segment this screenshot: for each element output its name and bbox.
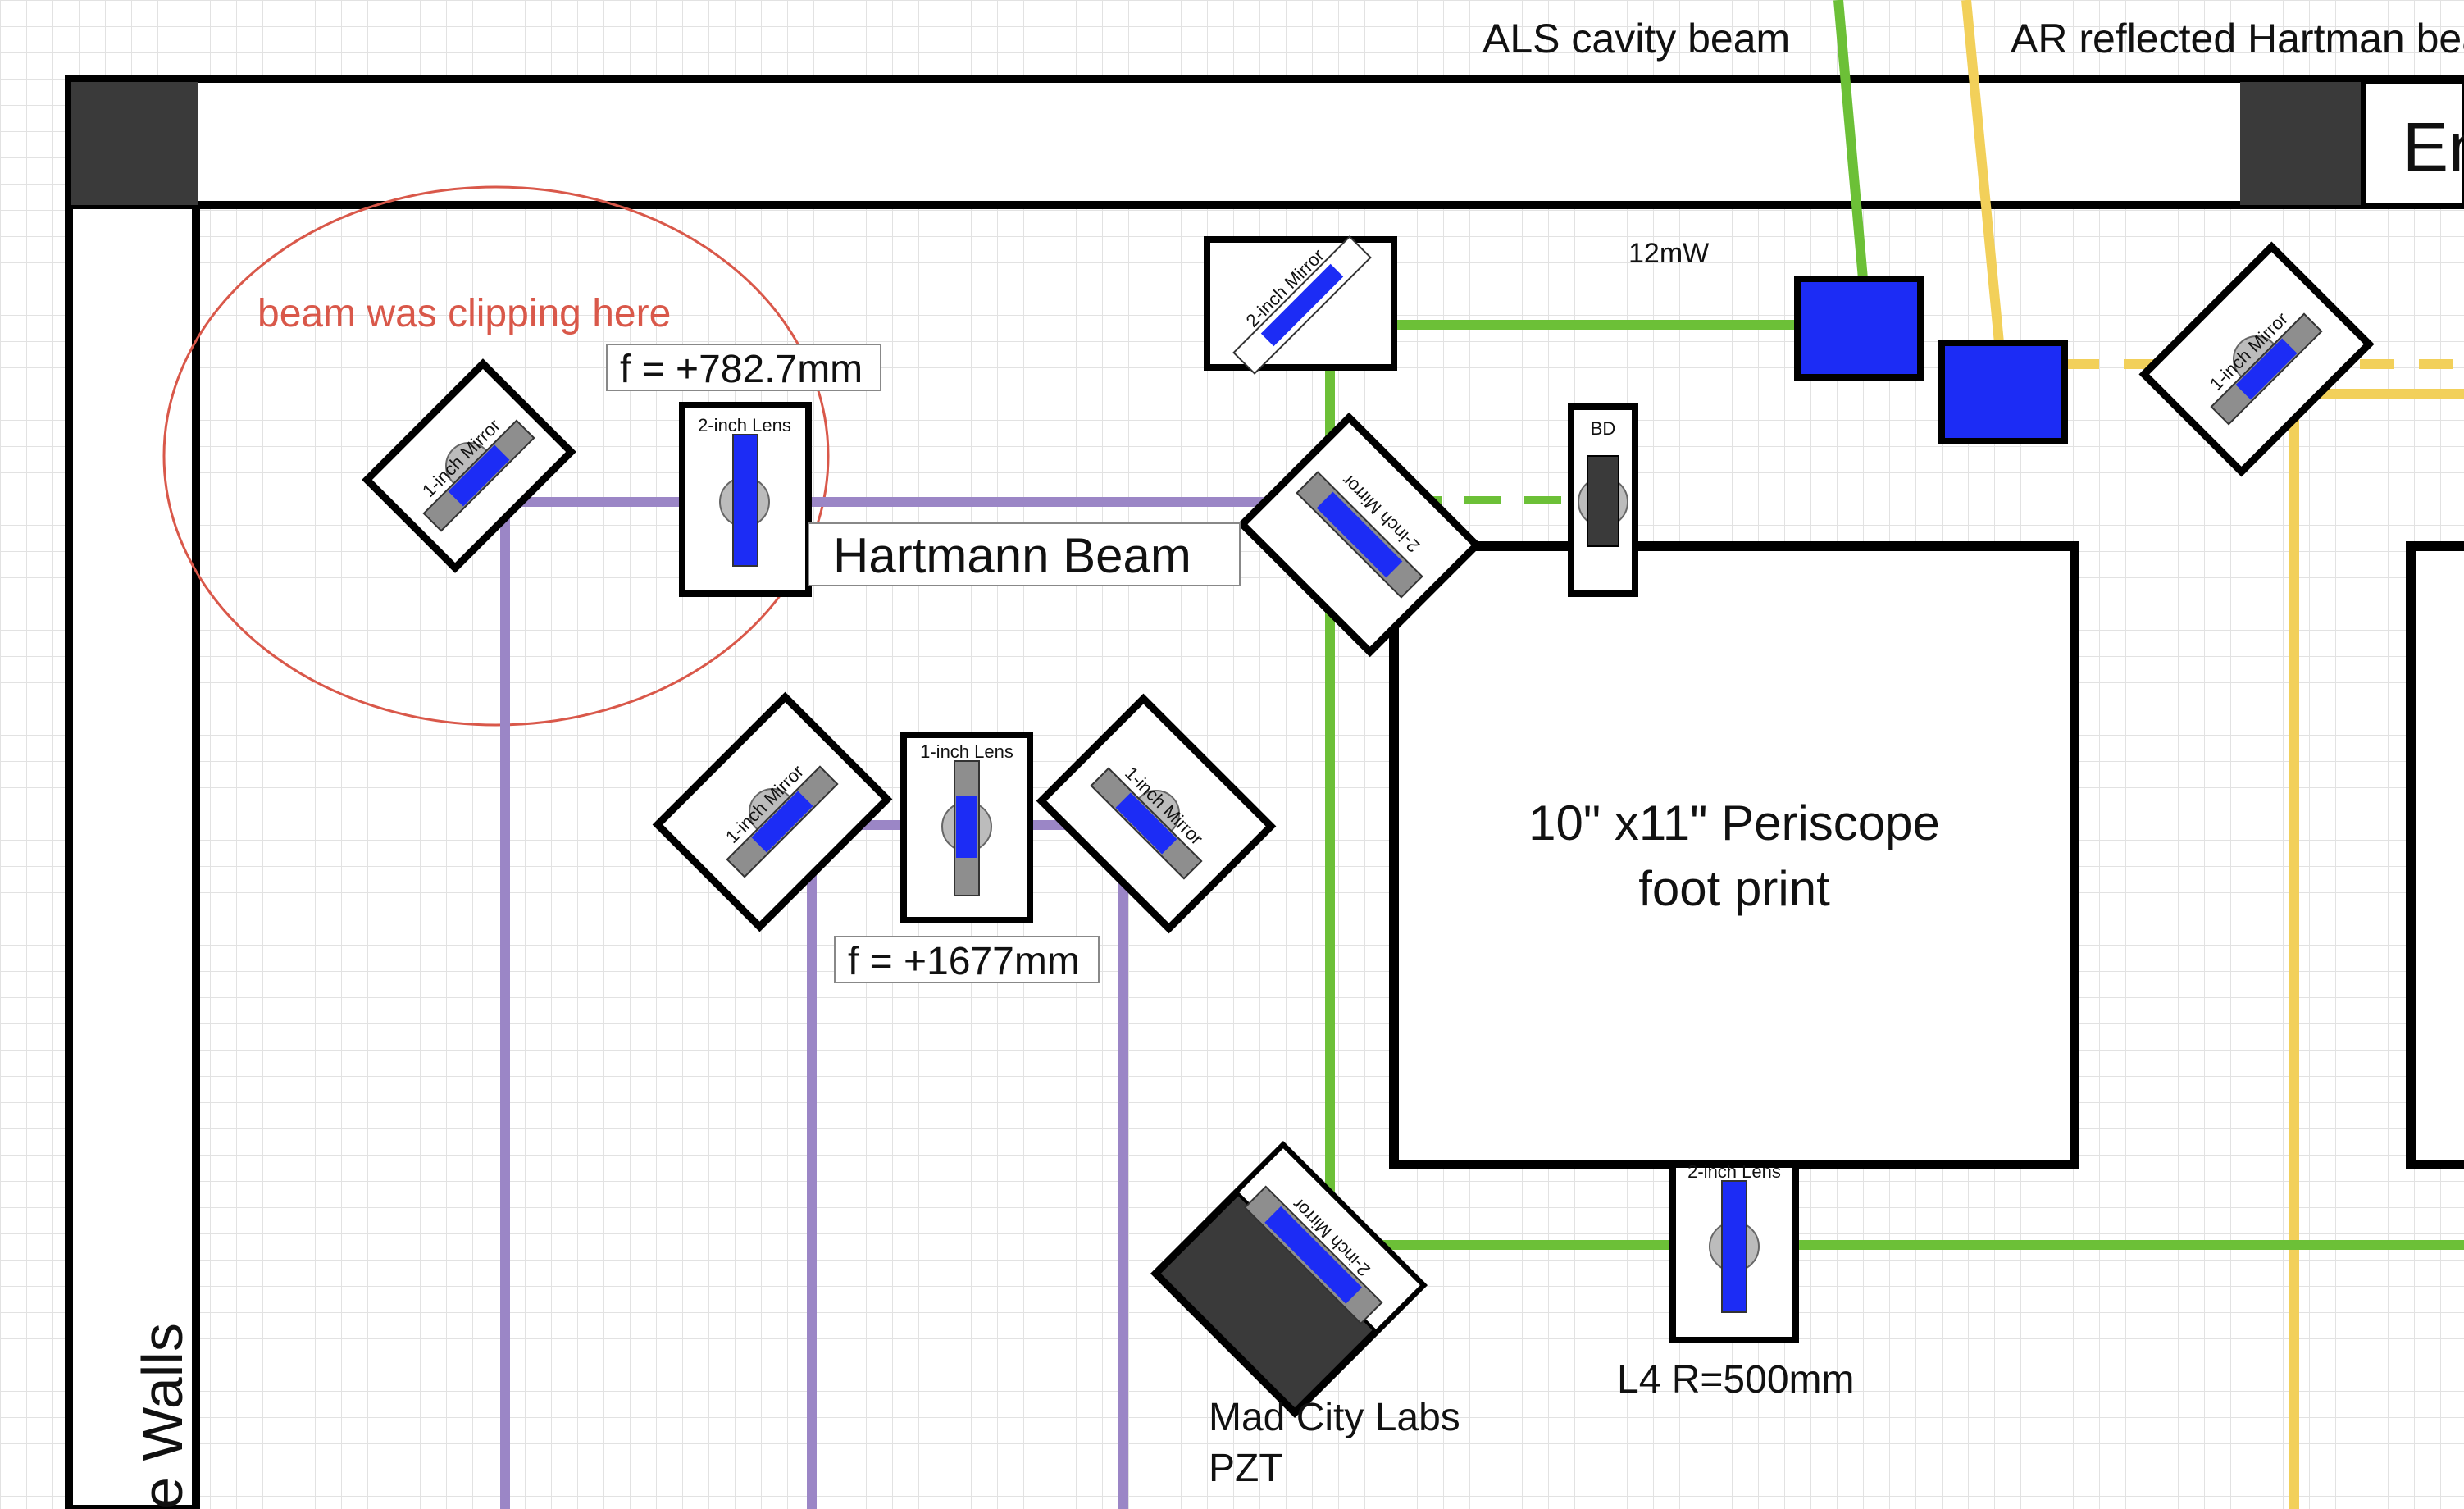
- beam-dump-label: BD: [1591, 418, 1616, 439]
- mirror-1inch-top-left: 1-inch Mirror: [362, 358, 576, 573]
- focal-2-box: [834, 936, 1100, 983]
- green-beam: [1325, 0, 2464, 1250]
- focal-1-box: [606, 344, 881, 391]
- lens-label: 2-inch Lens: [1687, 1161, 1781, 1182]
- mirror-2inch-top: 2-inch Mirror: [1204, 235, 1397, 375]
- mirror-1inch-lower-left: 1-inch Mirror: [652, 691, 893, 932]
- pzt-label-line1: Mad City Labs: [1209, 1396, 1460, 1439]
- focal-1-label: f = +782.7mm: [620, 348, 863, 391]
- periscope-label-line1: 10" x11" Periscope: [1528, 796, 1940, 850]
- enclosure-label: En: [2403, 108, 2464, 185]
- detector-yellow: [1938, 340, 2068, 444]
- lens-1inch-middle: 1-inch Lens: [900, 732, 1033, 923]
- lens-2inch-top: 2-inch Lens: [679, 402, 812, 597]
- beam-dump: BD: [1568, 403, 1638, 597]
- lens-2inch-l4: 2-inch Lens: [1669, 1161, 1799, 1343]
- detector-green: [1794, 276, 1924, 381]
- periscope-label-line2: foot print: [1638, 861, 1830, 916]
- hartmann-beam-box: [808, 522, 1241, 586]
- mirror-2inch-middle: 2-inch Mirror: [1237, 412, 1482, 658]
- lens-label: 2-inch Lens: [698, 415, 791, 435]
- mirror-1inch-top-right: 1-inch Mirror: [2138, 241, 2375, 477]
- periscope-footprint: [1389, 541, 2079, 1169]
- wall-corner-left: [71, 82, 198, 205]
- clipping-note: beam was clipping here: [257, 292, 671, 335]
- focal-2-label: f = +1677mm: [848, 940, 1080, 983]
- right-block: [2406, 541, 2464, 1169]
- l4-label: L4 R=500mm: [1617, 1358, 1854, 1402]
- pzt-label-line2: PZT: [1209, 1447, 1283, 1490]
- enclosure-walls: [65, 75, 2464, 1509]
- power-label: 12mW: [1628, 238, 1709, 269]
- hartmann-beam-label: Hartmann Beam: [833, 528, 1191, 583]
- pzt-mirror: 2-inch Mirror: [1150, 1141, 1428, 1418]
- wall-corner-right: [2240, 82, 2363, 205]
- mirror-1inch-lower-right: 1-inch Mirror: [1036, 693, 1277, 934]
- lens-label: 1-inch Lens: [920, 741, 1013, 762]
- clipping-ellipse: [162, 185, 830, 727]
- walls-label: e Walls: [130, 1323, 194, 1509]
- als-beam-label: ALS cavity beam: [1482, 16, 1790, 62]
- ar-beam-label: AR reflected Hartman beam: [2011, 16, 2464, 62]
